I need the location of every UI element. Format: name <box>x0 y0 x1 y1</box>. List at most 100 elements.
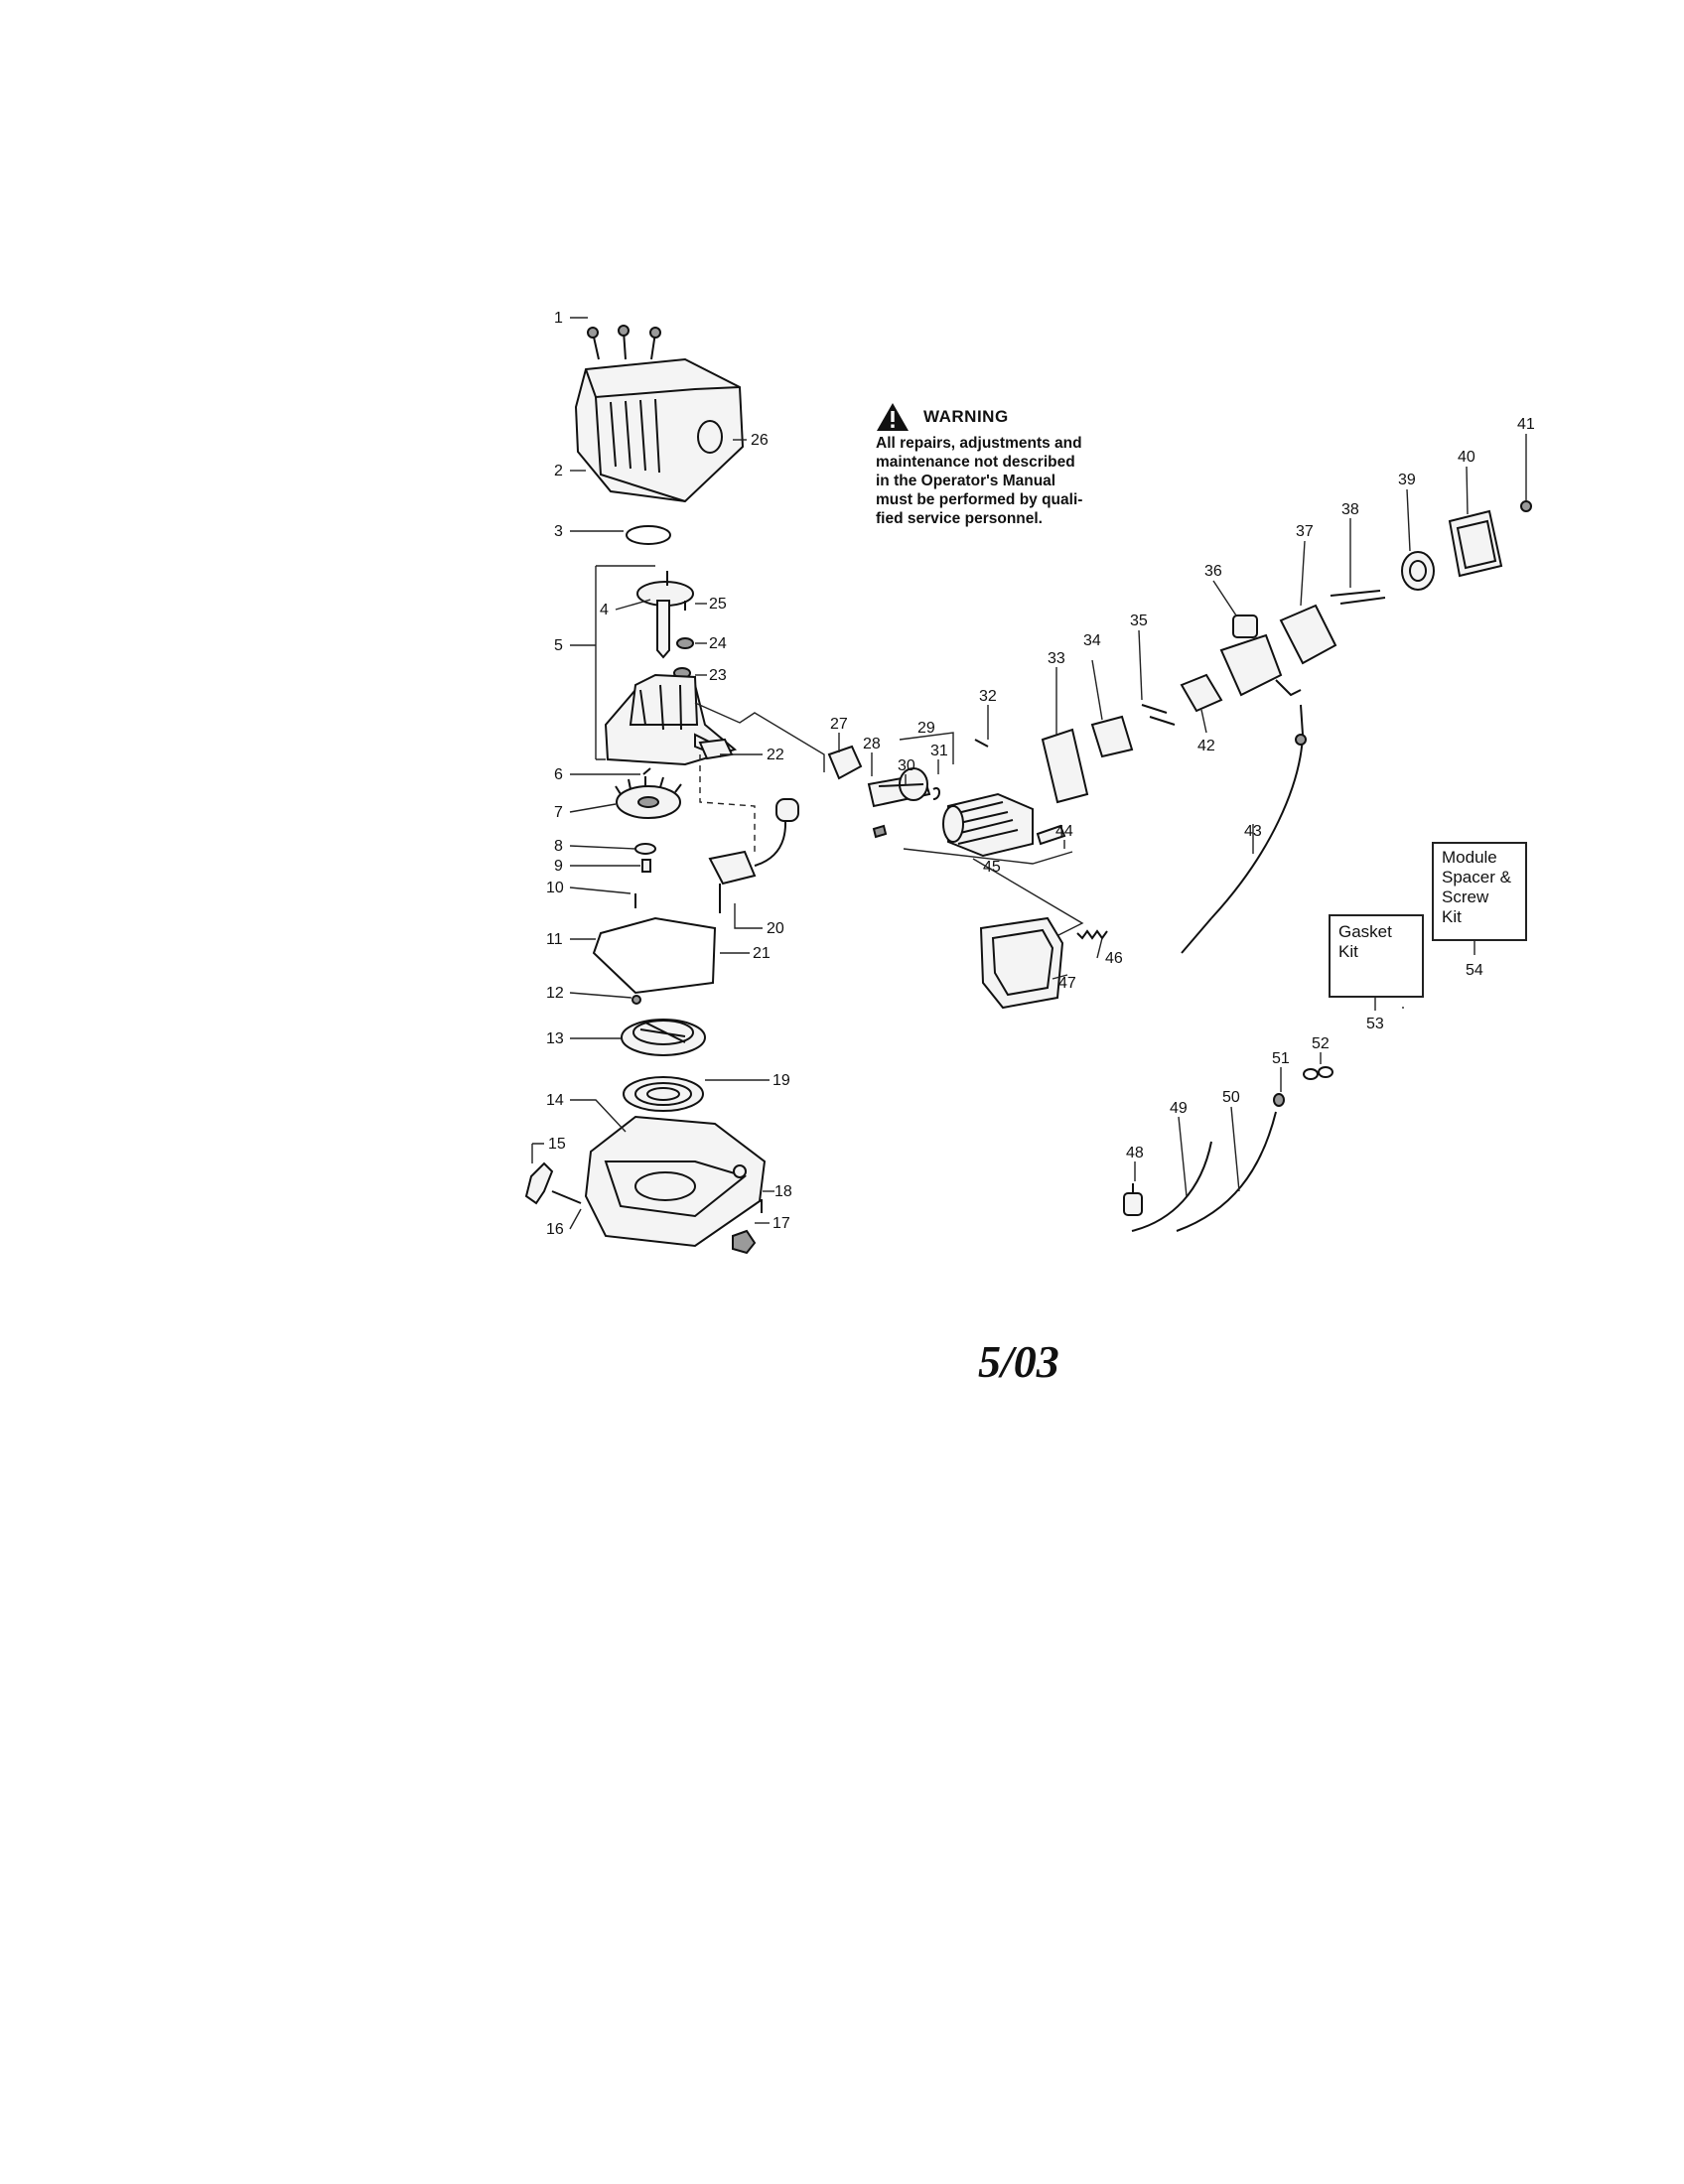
callout-36: 36 <box>1204 563 1222 580</box>
callout-45: 45 <box>983 859 1001 876</box>
callout-34: 34 <box>1083 632 1101 649</box>
fuel-line <box>1131 1141 1212 1232</box>
callout-43: 43 <box>1244 823 1262 840</box>
callout-44: 44 <box>1055 823 1073 840</box>
intake-gasket <box>827 745 863 780</box>
callout-40: 40 <box>1458 449 1475 466</box>
callout-29: 29 <box>917 720 935 737</box>
air-filter-base <box>1279 604 1337 665</box>
filter-screws <box>1330 590 1386 605</box>
module-kit-box: Module Spacer & Screw Kit <box>1432 842 1527 941</box>
cylinder-screw <box>974 739 989 748</box>
engine-cover <box>574 357 745 503</box>
starter-nut <box>732 1229 757 1255</box>
warning-line: All repairs, adjustments and <box>876 435 1082 452</box>
mounting-plate <box>698 738 734 760</box>
callout-39: 39 <box>1398 472 1416 488</box>
callout-53: 53 <box>1366 1016 1384 1032</box>
callout-14: 14 <box>546 1092 564 1109</box>
callout-13: 13 <box>546 1030 564 1047</box>
return-fuel-line <box>1176 1111 1277 1232</box>
callout-35: 35 <box>1130 613 1148 629</box>
callout-6: 6 <box>554 766 563 783</box>
warning-line: maintenance not described <box>876 454 1075 471</box>
callout-23: 23 <box>709 667 727 684</box>
gasket-kit-box: Gasket Kit <box>1329 914 1424 998</box>
callout-15: 15 <box>548 1136 566 1153</box>
callout-51: 51 <box>1272 1050 1290 1067</box>
starter-housing <box>584 1115 767 1248</box>
warning-line: in the Operator's Manual <box>876 473 1056 489</box>
callout-27: 27 <box>830 716 848 733</box>
alignment-dash-1 <box>699 754 756 852</box>
callout-18: 18 <box>774 1183 792 1200</box>
carburetor-spacer <box>1090 715 1134 758</box>
callout-54: 54 <box>1466 962 1483 979</box>
cover-knob <box>1520 500 1532 512</box>
callout-16: 16 <box>546 1221 564 1238</box>
callout-50: 50 <box>1222 1089 1240 1106</box>
gasket-kit-label: Kit <box>1338 942 1358 961</box>
callout-21: 21 <box>753 945 771 962</box>
module-kit-label: Module <box>1442 848 1497 867</box>
leader-lines <box>531 317 1527 1230</box>
spark-plug <box>1036 824 1066 846</box>
callout-46: 46 <box>1105 950 1123 967</box>
callout-31: 31 <box>930 743 948 759</box>
callout-9: 9 <box>554 858 563 875</box>
callout-26: 26 <box>751 432 769 449</box>
cylinder <box>942 792 1034 858</box>
callout-10: 10 <box>546 880 564 896</box>
callout-3: 3 <box>554 523 563 540</box>
callout-37: 37 <box>1296 523 1314 540</box>
starter-handle <box>524 1161 582 1205</box>
muffler <box>979 916 1064 1010</box>
warning-triangle-icon <box>877 403 909 431</box>
warning-header: WARNING <box>876 400 1164 434</box>
flywheel <box>615 776 682 819</box>
crank-bearings <box>673 601 694 679</box>
callout-42: 42 <box>1197 738 1215 754</box>
recoil-spring <box>623 1076 704 1112</box>
callout-49: 49 <box>1170 1100 1188 1117</box>
module-kit-label: Spacer & <box>1442 868 1511 887</box>
callout-41: 41 <box>1517 416 1535 433</box>
callout-32: 32 <box>979 688 997 705</box>
callout-48: 48 <box>1126 1145 1144 1161</box>
carburetor-screws <box>1141 704 1176 726</box>
muffler-guide <box>972 858 1084 939</box>
callout-52: 52 <box>1312 1035 1330 1052</box>
callout-7: 7 <box>554 804 563 821</box>
callout-28: 28 <box>863 736 881 752</box>
crankshaft <box>636 571 694 659</box>
throttle-cable <box>1181 704 1307 954</box>
gasket-kit-label: Gasket <box>1338 922 1392 941</box>
date-stamp: 5/03 <box>978 1336 1059 1387</box>
callout-47: 47 <box>1058 975 1076 992</box>
callout-8: 8 <box>554 838 563 855</box>
air-filter-cover <box>1448 509 1503 578</box>
muffler-spring <box>1076 929 1108 940</box>
flywheel-washer <box>634 843 656 855</box>
warning-text: All repairs, adjustments and maintenance… <box>876 434 1164 528</box>
cylinder-bracket <box>903 848 1073 865</box>
assembly-guide <box>694 702 825 772</box>
fuel-clips <box>1303 1066 1333 1080</box>
callout-labels: 1 2 3 4 5 6 7 8 9 10 11 12 13 14 15 16 1… <box>546 310 1535 1238</box>
ignition-module <box>708 798 799 913</box>
module-kit-label: Screw <box>1442 887 1489 906</box>
cover-screws <box>587 325 661 360</box>
warning-line: fied service personnel. <box>876 510 1043 527</box>
fuel-grommet <box>1273 1093 1285 1107</box>
callout-19: 19 <box>772 1072 790 1089</box>
retainer-screw <box>632 995 641 1005</box>
flywheel-spacer <box>641 859 651 873</box>
crankcase-bracket <box>595 565 655 760</box>
callout-22: 22 <box>767 747 784 763</box>
callout-38: 38 <box>1341 501 1359 518</box>
module-kit-label: Kit <box>1442 907 1462 926</box>
key <box>642 767 651 775</box>
gasket <box>592 916 717 995</box>
carburetor <box>1219 614 1302 697</box>
pulley <box>621 1019 706 1056</box>
